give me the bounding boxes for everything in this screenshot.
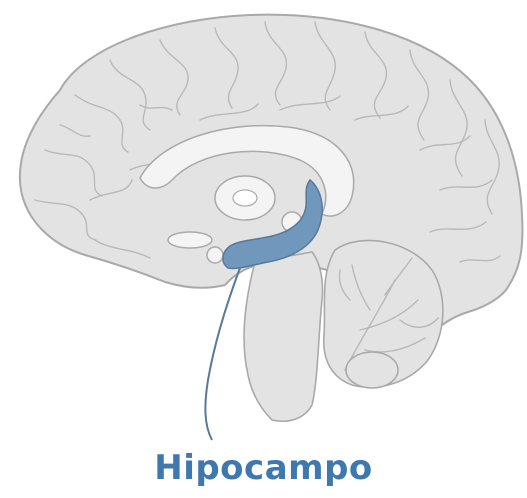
deep-structure-2 bbox=[207, 247, 223, 263]
label-leader-line bbox=[205, 268, 240, 440]
lower-brainstem bbox=[346, 352, 398, 388]
thalamus-center bbox=[233, 190, 257, 206]
deep-structure-3 bbox=[168, 232, 212, 248]
brainstem bbox=[244, 252, 322, 421]
hippocampus-label: Hipocampo bbox=[0, 448, 527, 488]
